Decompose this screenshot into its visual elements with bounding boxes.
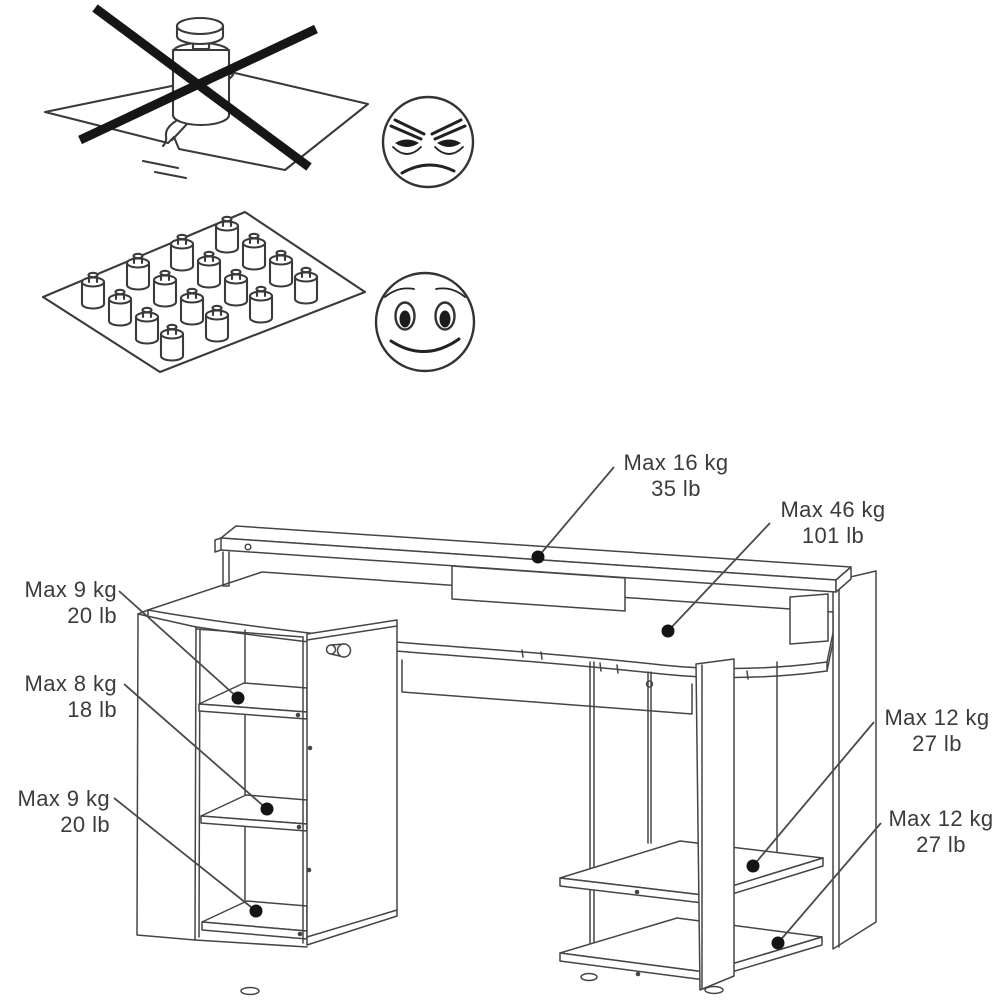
small-weight	[169, 233, 195, 272]
weight-limit-label-left-shelf-middle: Max 8 kg 18 lb	[25, 671, 117, 723]
weight-limit-lb: 27 lb	[912, 731, 962, 756]
riser-back-panel	[451, 565, 626, 612]
kneehole-apron	[401, 659, 778, 951]
small-weight	[134, 306, 160, 345]
small-weight	[214, 215, 240, 254]
small-weight	[196, 250, 222, 289]
distributed-weights-icon	[41, 210, 367, 374]
leader-left-shelf-top	[118, 590, 239, 699]
weight-limit-kg: Max 16 kg	[623, 450, 729, 475]
desk-top-surface	[137, 571, 834, 680]
desk-foot	[704, 985, 724, 995]
leader-top-shelf	[537, 466, 615, 558]
weight-limit-lb: 20 lb	[67, 603, 117, 628]
weight-limit-kg: Max 9 kg	[24, 577, 117, 602]
small-weight	[179, 287, 205, 326]
callout-dot-right-shelf-upper	[746, 859, 760, 873]
weight-limit-kg: Max 46 kg	[780, 497, 886, 522]
desk-foot	[240, 986, 260, 996]
right-leg-panel	[695, 658, 735, 995]
small-weight	[268, 249, 294, 288]
crossed-out-heavy-weight-icon	[43, 4, 370, 180]
leader-right-shelf-upper	[752, 721, 875, 867]
callout-dot-left-shelf-top	[231, 691, 245, 705]
weight-limit-lb: 27 lb	[916, 832, 966, 857]
small-weight	[80, 271, 106, 310]
desk-foot	[580, 972, 598, 982]
weight-limit-lb: 35 lb	[651, 476, 701, 501]
leader-left-shelf-bottom	[113, 797, 257, 912]
weight-limit-label-desktop: Max 46 kg 101 lb	[780, 497, 885, 549]
weight-limit-label-right-shelf-lower: Max 12 kg 27 lb	[888, 806, 993, 858]
small-weight	[159, 323, 185, 362]
left-side-panel	[136, 613, 197, 941]
small-weight	[241, 232, 267, 271]
weight-limit-kg: Max 12 kg	[884, 705, 990, 730]
small-weight	[293, 266, 319, 305]
weight-limit-label-left-shelf-bottom: Max 9 kg 20 lb	[18, 786, 110, 838]
leader-desktop	[667, 522, 771, 632]
callout-dot-top-shelf	[531, 550, 545, 564]
weight-limit-lb: 18 lb	[67, 697, 117, 722]
desk-right-side-panel	[832, 570, 877, 950]
callout-dot-left-shelf-bottom	[249, 904, 263, 918]
callout-dot-desktop	[661, 624, 675, 638]
small-weight	[223, 268, 249, 307]
desk-drawing	[136, 525, 877, 996]
right-lower-shelves	[559, 840, 824, 982]
weight-limit-kg: Max 9 kg	[17, 786, 110, 811]
weight-limit-label-right-shelf-upper: Max 12 kg 27 lb	[884, 705, 989, 757]
small-weight	[152, 269, 178, 308]
callout-dot-right-shelf-lower	[771, 936, 785, 950]
angry-face-icon	[381, 95, 475, 189]
weight-limit-lb: 101 lb	[801, 523, 865, 548]
callout-dot-left-shelf-middle	[260, 802, 274, 816]
prohibition-cross-icon	[78, 4, 318, 171]
small-weight	[107, 288, 133, 327]
riser-right-support	[789, 593, 829, 645]
weight-limit-kg: Max 12 kg	[888, 806, 994, 831]
small-weight	[204, 304, 230, 343]
small-weight	[125, 252, 151, 291]
weight-limit-kg: Max 8 kg	[24, 671, 117, 696]
weight-limit-label-left-shelf-top: Max 9 kg 20 lb	[25, 577, 117, 629]
leader-right-shelf-lower	[777, 822, 882, 944]
left-pedestal-cabinet	[136, 613, 398, 996]
door-knob	[325, 643, 352, 658]
small-weight	[248, 285, 274, 324]
leader-left-shelf-middle	[123, 683, 268, 810]
callout-leaders	[113, 466, 882, 950]
cabinet-door	[306, 619, 398, 946]
weight-limit-lb: 20 lb	[60, 812, 110, 837]
happy-face-icon	[374, 271, 476, 373]
weight-limit-label-top-shelf: Max 16 kg 35 lb	[623, 450, 728, 502]
